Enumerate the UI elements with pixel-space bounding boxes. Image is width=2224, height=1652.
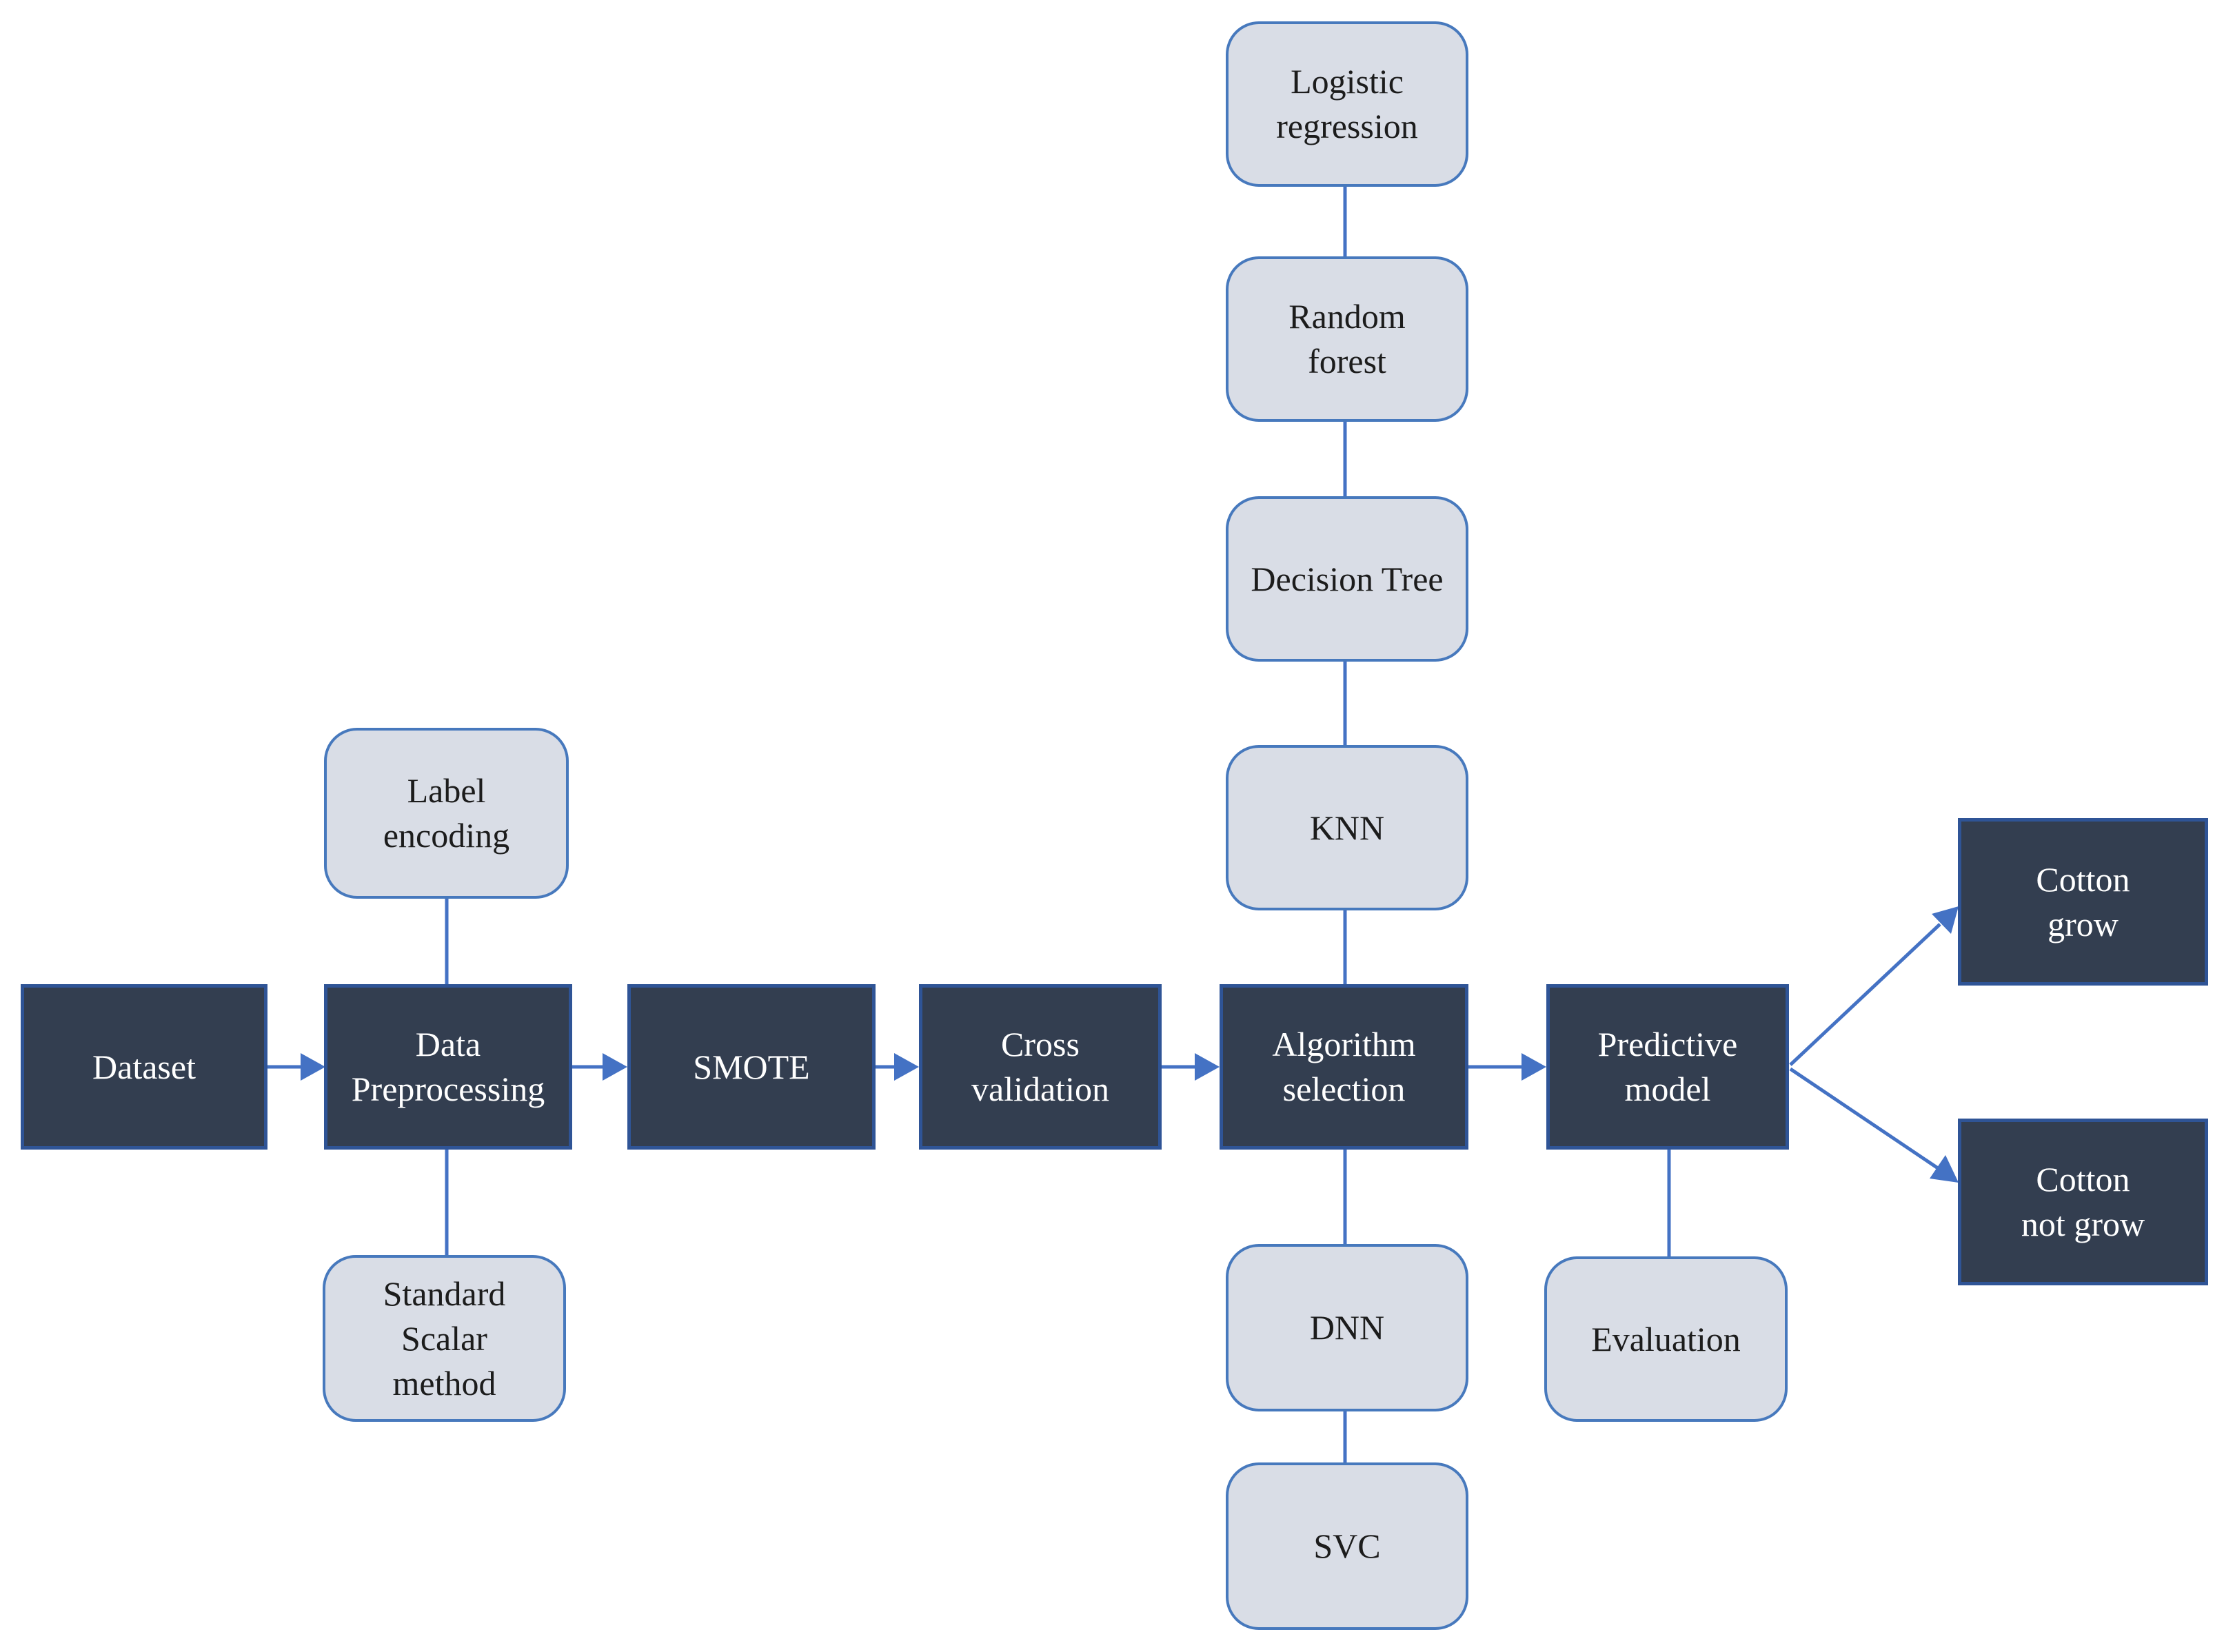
node-evaluation: Evaluation [1544, 1256, 1788, 1422]
node-dataset: Dataset [21, 984, 267, 1150]
node-cotton-not-grow: Cotton not grow [1958, 1119, 2208, 1285]
arrowhead-data-preprocessing-to-smote [603, 1053, 627, 1081]
arrowhead-predictive-model-to-cotton-grow [1932, 906, 1959, 934]
arrow-predictive-model-to-cotton-not-grow [1789, 1067, 1939, 1170]
node-decision-tree: Decision Tree [1226, 496, 1468, 662]
node-dnn: DNN [1226, 1244, 1468, 1411]
node-knn: KNN [1226, 745, 1468, 910]
node-random-forest: Random forest [1226, 256, 1468, 422]
node-predictive-model: Predictive model [1546, 984, 1789, 1150]
arrowhead-algorithm-selection-to-predictive-model [1522, 1053, 1546, 1081]
node-cross-validation: Cross validation [919, 984, 1162, 1150]
node-logistic-regression: Logistic regression [1226, 21, 1468, 187]
arrow-predictive-model-to-cotton-grow [1789, 923, 1941, 1066]
arrowhead-cross-validation-to-algorithm-selection [1195, 1053, 1220, 1081]
arrowhead-dataset-to-data-preprocessing [301, 1053, 325, 1081]
node-data-preprocessing: Data Preprocessing [324, 984, 572, 1150]
node-label-encoding: Label encoding [324, 728, 569, 899]
node-algorithm-selection: Algorithm selection [1220, 984, 1468, 1150]
node-svc: SVC [1226, 1462, 1468, 1630]
node-smote: SMOTE [627, 984, 876, 1150]
node-cotton-grow: Cotton grow [1958, 818, 2208, 986]
arrowhead-predictive-model-to-cotton-not-grow [1930, 1155, 1959, 1183]
arrowhead-smote-to-cross-validation [894, 1053, 919, 1081]
node-standard-scalar: Standard Scalar method [323, 1255, 566, 1422]
